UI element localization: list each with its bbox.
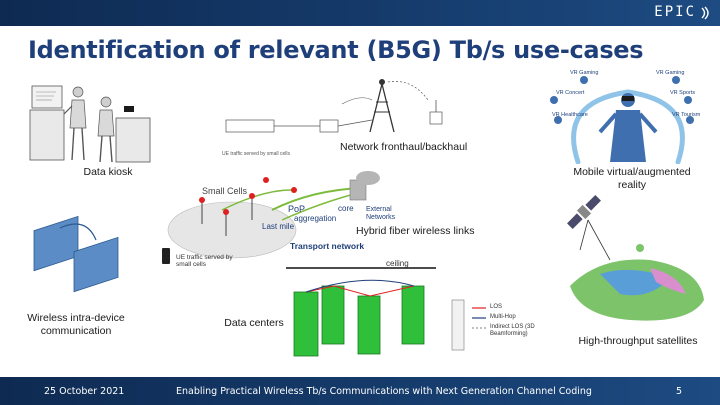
small-cells-diagram [162, 171, 380, 264]
network-fronthaul-label: Network fronthaul/backhaul [340, 141, 468, 153]
aggregation-label: aggregation [294, 214, 337, 223]
vr-gaming-label: VR Gaming [570, 70, 599, 76]
data-kiosk-label: Data kiosk [83, 166, 133, 178]
small-cells-label: Small Cells [202, 186, 248, 196]
data-centers-label: Data centers [224, 317, 284, 329]
intra-device-illustration [33, 215, 119, 293]
legend-multihop-label: Multi-Hop [490, 314, 516, 320]
mobile-vr-label: Mobile virtual/augmented reality [573, 166, 691, 191]
vr-sports-label: VR Sports [670, 90, 696, 96]
vr-tourism-label: VR Tourism [672, 112, 701, 118]
pop-label: PoP [288, 204, 306, 214]
slide-title: Identification of relevant (B5G) Tb/s us… [28, 36, 644, 64]
ue-info-text: UE traffic served by small cells [222, 151, 290, 157]
ceiling-label: ceiling [386, 259, 409, 268]
footer-date: 25 October 2021 [44, 386, 125, 397]
legend-indirect-label: Indirect LOS (3D Beamforming) [490, 324, 535, 337]
signal-icon [701, 6, 709, 20]
epic-logo: EPIC [654, 4, 696, 20]
intra-device-label: Wireless intra-device communication [27, 312, 125, 337]
network-backhaul-diagram [225, 79, 443, 133]
transport-network-label: Transport network [290, 241, 365, 251]
footer-bar: 25 October 2021 Enabling Practical Wirel… [0, 377, 720, 405]
footer-project: Enabling Practical Wireless Tb/s Communi… [176, 386, 592, 397]
page-number: 5 [676, 386, 683, 397]
core-label: core [338, 204, 354, 213]
external-networks-label: External Networks [366, 206, 396, 221]
satellites-illustration [567, 195, 704, 321]
ue-traffic-label: UE traffic served by small cells [176, 254, 233, 269]
hybrid-fiber-label: Hybrid fiber wireless links [356, 225, 475, 237]
header-bar: EPIC [0, 0, 720, 26]
satellites-label: High-throughput satellites [578, 335, 698, 347]
data-center-illustration [286, 267, 486, 357]
vr-diagram [550, 76, 694, 164]
vr-gaming-label-2: VR Gaming [656, 70, 685, 76]
last-mile-label: Last mile [262, 222, 295, 231]
legend-los-label: LOS [490, 304, 503, 310]
data-kiosk-illustration [29, 85, 151, 163]
vr-concert-label: VR Concert [556, 90, 585, 96]
vr-healthcare-label: VR Healthcare [552, 112, 588, 118]
